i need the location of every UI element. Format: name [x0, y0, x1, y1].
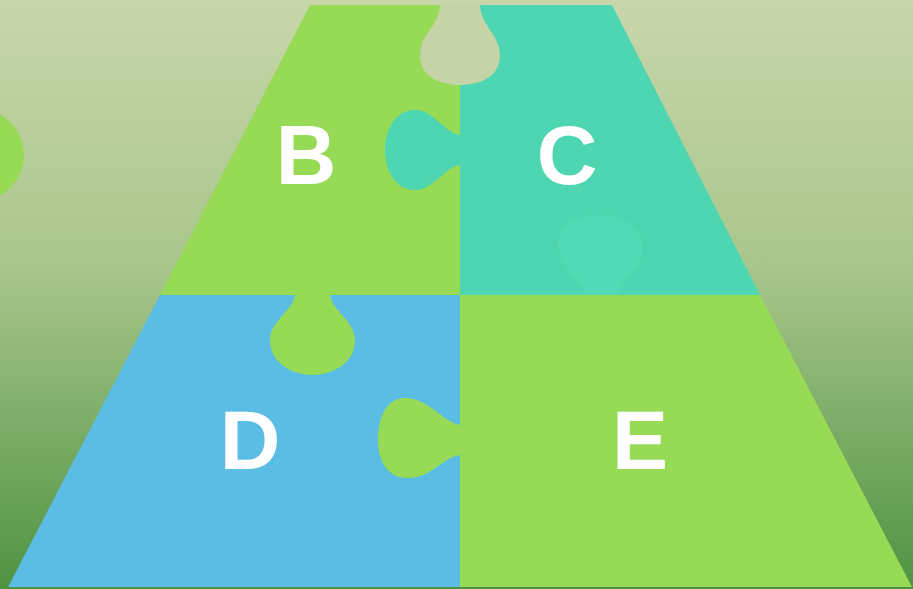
puzzle-piece: C: [460, 5, 760, 295]
puzzle-notch: [420, 4, 500, 85]
piece-letter: C: [537, 113, 598, 197]
piece-letter: B: [276, 113, 337, 197]
piece-letter: E: [612, 398, 668, 482]
puzzle-piece: [460, 295, 912, 587]
piece-letter: D: [220, 398, 281, 482]
puzzle-knob: [558, 215, 642, 297]
puzzle-knob: [385, 110, 462, 190]
puzzle-piece: E: [460, 295, 912, 587]
offscreen-piece: [0, 109, 24, 201]
puzzle-knob: [270, 293, 355, 375]
puzzle-knob: [378, 398, 462, 478]
